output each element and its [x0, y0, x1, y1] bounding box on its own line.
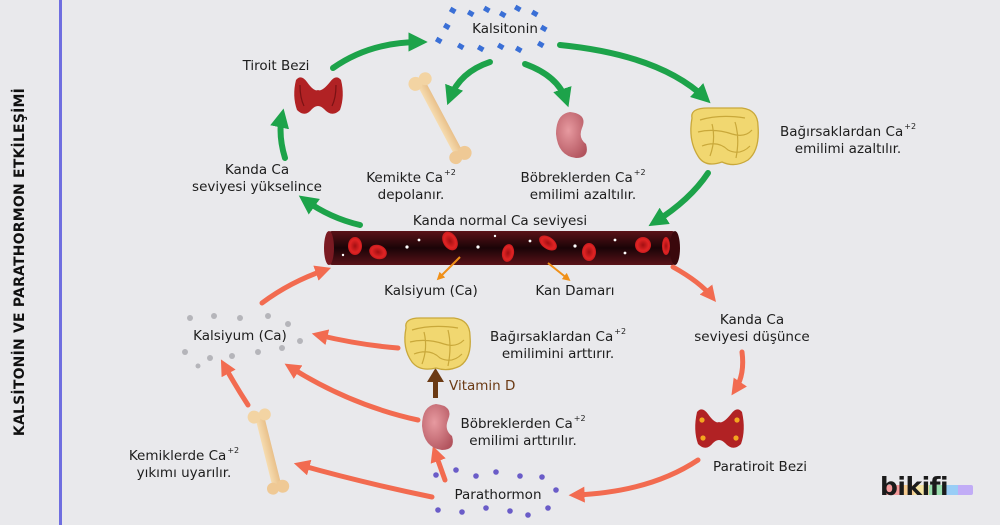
arrow-calcitonin-to-bone	[445, 59, 493, 106]
arrow-rising-to-thyroid	[270, 108, 290, 161]
pointer-vessel	[547, 262, 571, 281]
arrow-intestine-to-calcium	[311, 329, 401, 351]
label-kanda-ca-yukselince: Kanda Ca seviyesi yükselince	[180, 162, 334, 196]
bone-icon-lower	[247, 408, 290, 495]
label-normal-ca: Kanda normal Ca seviyesi	[412, 213, 588, 229]
label-kanda-ca-yukselince-line1: Kanda Ca	[224, 162, 290, 178]
logo-underline	[885, 485, 973, 495]
diagram-title: KALSİTONİN VE PARATHORMON ETKİLEŞİMİ	[12, 87, 28, 437]
parathyroid-gland-icon	[695, 409, 744, 448]
label-bagirsak-azalt-line2: emilimi azaltılır.	[794, 141, 902, 157]
label-bobrek-artir-line1: Böbreklerden Ca	[460, 416, 573, 432]
label-parathormon: Parathormon	[454, 487, 542, 503]
calcitonin-molecules-icon	[434, 4, 548, 54]
kidney-icon-lower	[422, 404, 453, 450]
arrow-calcitonin-to-intestine	[557, 42, 711, 104]
arrow-vessel-to-rising	[298, 195, 363, 228]
calcium-particles-icon	[182, 313, 303, 369]
label-bagirsak-azalt: Bağırsaklardan Ca+2 emilimi azaltılır.	[768, 118, 928, 158]
superscript: +2	[614, 327, 627, 336]
brand-logo: bikifi	[880, 472, 949, 501]
label-kalsiyum-left: Kalsiyum (Ca)	[193, 328, 287, 344]
label-kalsitonin: Kalsitonin	[472, 21, 538, 37]
label-paratiroit-bezi: Paratiroit Bezi	[713, 459, 807, 475]
label-bobrek-azalt-line2: emilimi azaltılır.	[529, 187, 637, 203]
arrow-kidney-to-calcium	[284, 363, 421, 423]
label-bagirsak-artir: Bağırsaklardan Ca+2 emilimini arttırır.	[474, 323, 642, 363]
arrow-pth-to-kidney	[430, 445, 448, 483]
label-kanda-ca-dusunce: Kanda Ca seviyesi düşünce	[682, 312, 822, 346]
pointer-calcium	[436, 256, 461, 281]
parathormon-molecules-icon	[433, 467, 559, 518]
arrow-vessel-to-falling	[670, 264, 716, 302]
arrow-calcitonin-to-kidney	[522, 61, 572, 108]
arrow-bone-to-calcium	[220, 359, 251, 408]
superscript: +2	[227, 446, 240, 455]
label-bobrek-azalt-line1: Böbreklerden Ca	[520, 170, 633, 186]
label-kemik-yikim-line1: Kemiklerde Ca	[128, 448, 227, 464]
superscript: +2	[904, 122, 917, 131]
label-tiroit-bezi: Tiroit Bezi	[242, 58, 310, 74]
label-kanda-ca-dusunce-line2: seviyesi düşünce	[694, 329, 810, 345]
superscript: +2	[633, 168, 646, 177]
kidney-icon-upper	[556, 112, 587, 158]
thyroid-gland-icon	[294, 77, 343, 114]
label-vitamin-d: Vitamin D	[449, 378, 516, 394]
arrow-calcium-to-vessel	[259, 265, 332, 306]
label-kemikte-ca-line1: Kemikte Ca	[366, 170, 443, 186]
arrow-pth-to-bone	[293, 459, 435, 500]
label-kanda-ca-yukselince-line2: seviyesi yükselince	[192, 179, 322, 195]
label-bobrek-artir-line2: emilimi arttırılır.	[469, 433, 577, 449]
parathormon-arrows	[220, 264, 747, 503]
left-rule	[59, 0, 62, 525]
label-kemik-yikim-line2: yıkımı uyarılır.	[136, 465, 232, 481]
arrow-thyroid-to-calcitonin	[330, 32, 428, 71]
bone-icon-upper	[408, 72, 472, 165]
arrow-parathyroid-to-pth	[568, 457, 701, 503]
label-bobrek-azalt: Böbreklerden Ca+2 emilimi azaltılır.	[508, 164, 658, 204]
label-kan-damari: Kan Damarı	[535, 283, 615, 299]
label-kemikte-ca-line2: depolanır.	[377, 187, 445, 203]
label-bagirsak-artir-line2: emilimini arttırır.	[501, 346, 615, 362]
label-kemik-yikim: Kemiklerde Ca+2 yıkımı uyarılır.	[118, 442, 250, 482]
label-bagirsak-azalt-line1: Bağırsaklardan Ca	[779, 124, 904, 140]
vitamin-d-arrow	[427, 368, 444, 398]
arrow-falling-to-parathyroid	[731, 349, 747, 396]
label-kanda-ca-dusunce-line1: Kanda Ca	[719, 312, 785, 328]
intestine-icon-lower	[404, 317, 471, 371]
label-kalsiyum-vessel: Kalsiyum (Ca)	[384, 283, 478, 299]
arrow-intestine-to-vessel	[648, 170, 711, 227]
intestine-icon-upper	[690, 107, 759, 166]
label-bagirsak-artir-line1: Bağırsaklardan Ca	[489, 329, 614, 345]
blood-vessel-icon	[324, 231, 680, 265]
calcitonin-arrows	[270, 32, 711, 228]
superscript: +2	[573, 414, 586, 423]
label-bobrek-artir: Böbreklerden Ca+2 emilimi arttırılır.	[448, 410, 598, 450]
superscript: +2	[444, 168, 456, 177]
label-kemikte-ca: Kemikte Ca+2 depolanır.	[355, 164, 467, 204]
